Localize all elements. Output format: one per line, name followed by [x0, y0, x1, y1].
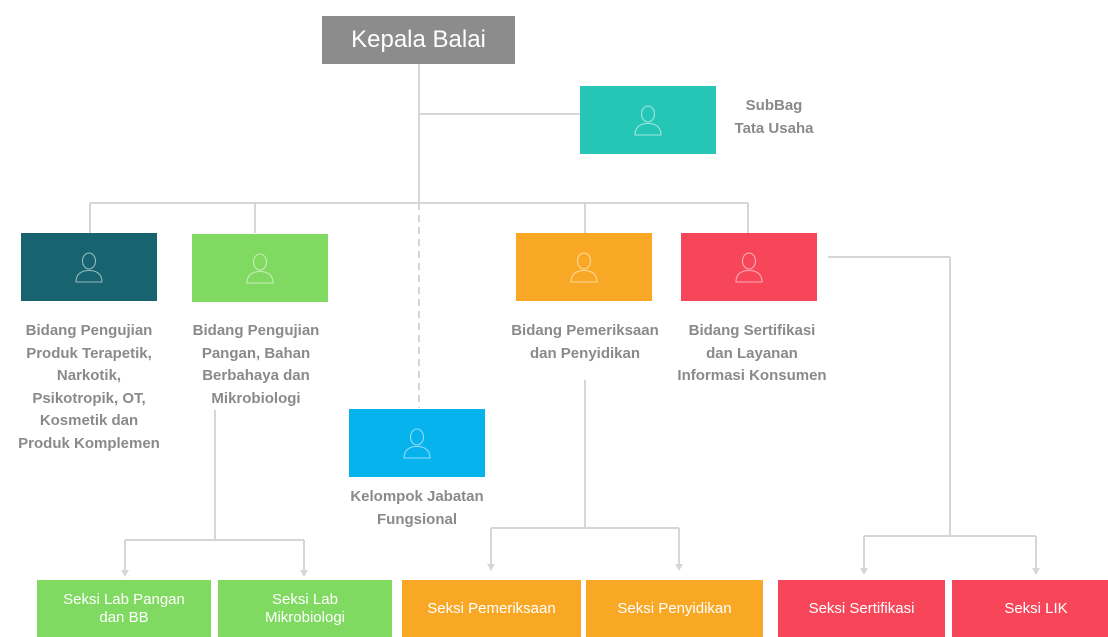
seksi-label: Seksi Sertifikasi: [808, 599, 915, 617]
person-icon: [403, 428, 431, 459]
root-box-kepala-balai: Kepala Balai: [322, 16, 515, 64]
bidang-label-sertifikasi: Bidang Sertifikasi dan Layanan Informasi…: [677, 322, 827, 384]
seksi-lab-pangan: Seksi Lab Pangan dan BB: [37, 580, 211, 637]
fungsional-box: [349, 409, 485, 477]
bidang-label-terapetik: Bidang Pengujian Produk Terapetik, Narko…: [18, 322, 160, 452]
subbag-box: [580, 86, 716, 154]
person-icon: [570, 252, 598, 283]
bidang-box-pangan: [192, 234, 328, 302]
seksi-penyidikan: Seksi Penyidikan: [586, 580, 763, 637]
bidang-box-sertifikasi: [681, 233, 817, 301]
fungsional-label: Kelompok Jabatan Fungsional: [350, 488, 484, 528]
person-icon: [634, 105, 662, 136]
root-label: Kepala Balai: [351, 26, 486, 53]
bidang-label-pemeriksaan: Bidang Pemeriksaan dan Penyidikan: [511, 322, 659, 362]
seksi-label: Seksi LIK: [1004, 599, 1068, 617]
seksi-label: Seksi Lab Pangan dan BB: [63, 590, 185, 626]
seksi-label: Seksi Lab Mikrobiologi: [264, 590, 346, 626]
seksi-label: Seksi Penyidikan: [617, 599, 732, 617]
seksi-lik: Seksi LIK: [952, 580, 1108, 637]
seksi-lab-mikrobiologi: Seksi Lab Mikrobiologi: [218, 580, 392, 637]
seksi-sertifikasi: Seksi Sertifikasi: [778, 580, 945, 637]
bidang-label-pangan: Bidang Pengujian Pangan, Bahan Berbahaya…: [192, 322, 320, 407]
person-icon: [246, 253, 274, 284]
seksi-pemeriksaan: Seksi Pemeriksaan: [402, 580, 581, 637]
person-icon: [75, 252, 103, 283]
person-icon: [735, 252, 763, 283]
bidang-box-pemeriksaan: [516, 233, 652, 301]
seksi-label: Seksi Pemeriksaan: [427, 599, 556, 617]
subbag-label: SubBag Tata Usaha: [734, 97, 814, 137]
bidang-box-terapetik: [21, 233, 157, 301]
